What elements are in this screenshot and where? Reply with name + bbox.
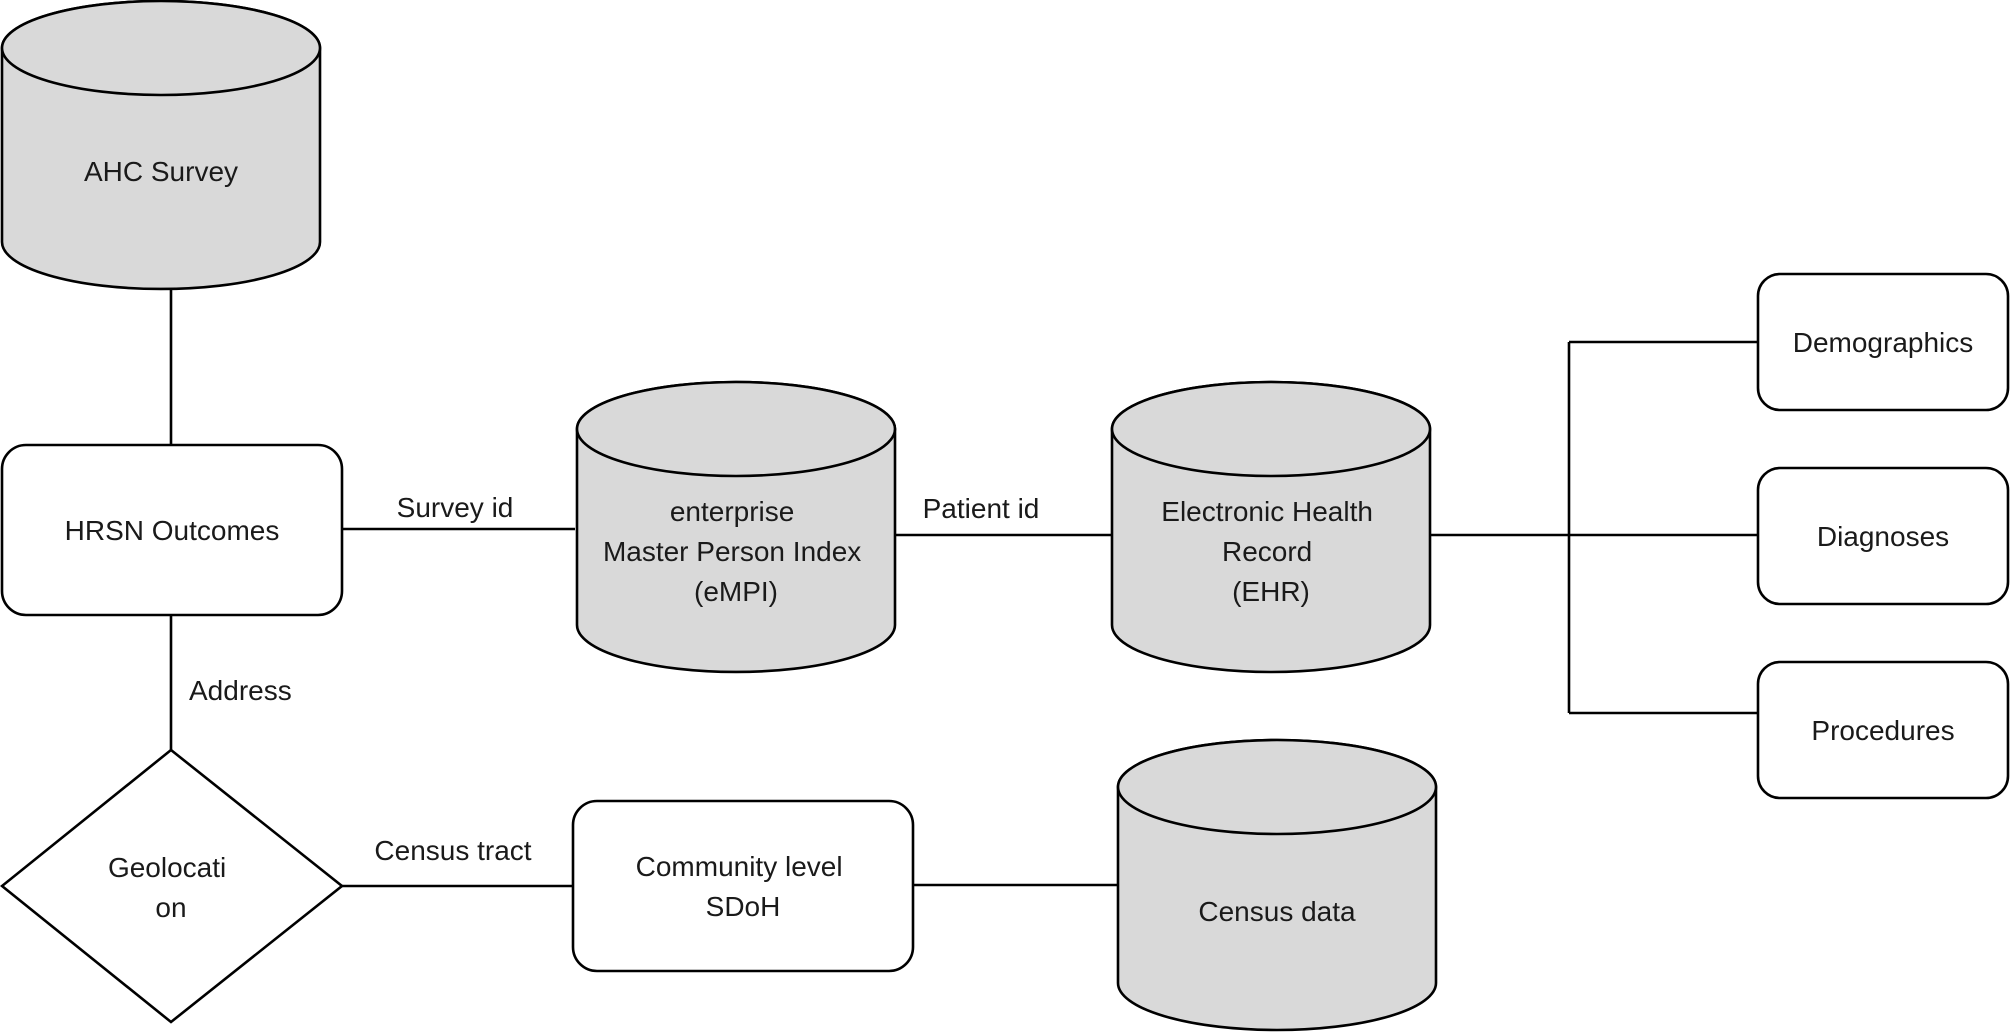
edge-label-patient-id: Patient id — [923, 493, 1040, 524]
census-data-label: Census data — [1198, 896, 1356, 927]
edge-label-census-tract: Census tract — [374, 835, 531, 866]
empi-label: enterprise Master Person Index (eMPI) — [603, 496, 869, 607]
demographics-box — [1756, 272, 2010, 412]
hrsn-outcomes-label: HRSN Outcomes — [65, 515, 280, 546]
empi-database-top — [575, 380, 897, 478]
hrsn-outcomes-box — [0, 443, 344, 617]
node-census-data: Census data — [1116, 738, 1438, 1032]
demographics-label: Demographics — [1793, 327, 1974, 358]
node-community-sdoh: Community level SDoH — [571, 799, 915, 973]
geolocation-diamond — [0, 748, 345, 1024]
ehr-label: Electronic Health Record (EHR) — [1161, 496, 1380, 607]
community-sdoh-label: Community level SDoH — [636, 851, 851, 922]
ehr-database-top — [1110, 380, 1432, 478]
geolocation-label: Geolocati on — [108, 852, 234, 923]
node-hrsn-outcomes: HRSN Outcomes — [0, 443, 344, 617]
node-ehr: Electronic Health Record (EHR) — [1110, 380, 1432, 674]
ahc-survey-label: AHC Survey — [84, 156, 238, 187]
census-data-database-top — [1116, 738, 1438, 836]
node-empi: enterprise Master Person Index (eMPI) — [575, 380, 897, 674]
node-diagnoses: Diagnoses — [1756, 466, 2010, 606]
procedures-box — [1756, 660, 2010, 800]
procedures-label: Procedures — [1811, 715, 1954, 746]
edge-label-survey-id: Survey id — [397, 492, 514, 523]
node-demographics: Demographics — [1756, 272, 2010, 412]
ahc-survey-database-top — [0, 0, 322, 97]
node-procedures: Procedures — [1756, 660, 2010, 800]
diagnoses-box — [1756, 466, 2010, 606]
community-sdoh-box — [571, 799, 915, 973]
diagnoses-label: Diagnoses — [1817, 521, 1949, 552]
node-geolocation: Geolocati on — [0, 748, 345, 1024]
node-ahc-survey: AHC Survey — [0, 0, 322, 291]
connectors — [169, 290, 1758, 888]
edge-label-address: Address — [189, 675, 292, 706]
